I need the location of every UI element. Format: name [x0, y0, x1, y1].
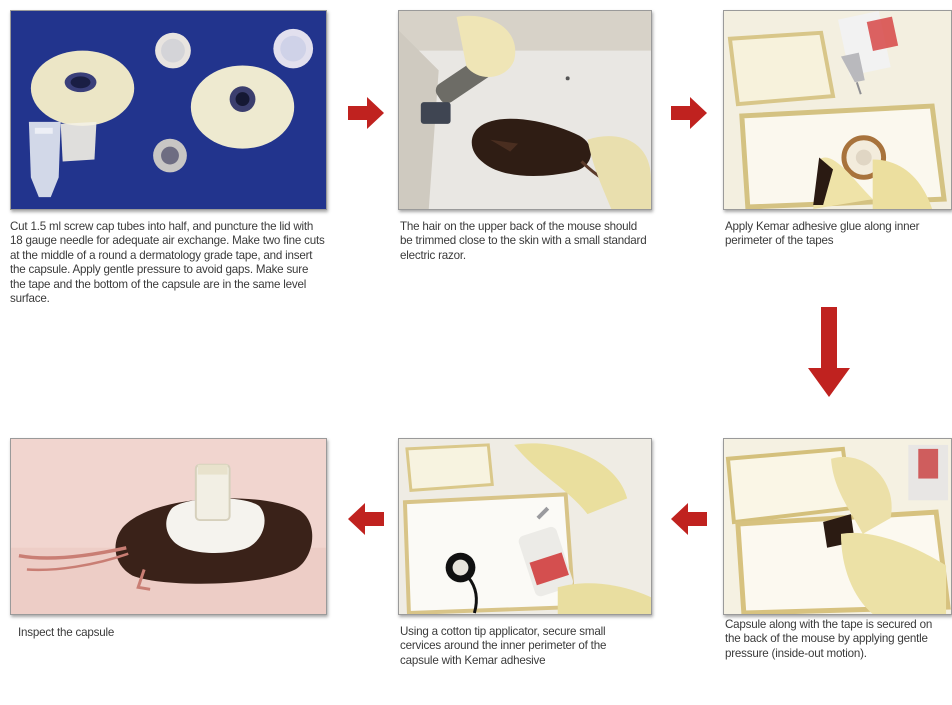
step-2-photo: [398, 10, 652, 210]
step-4-caption: Capsule along with the tape is secured o…: [725, 618, 947, 661]
step-5-caption: Using a cotton tip applicator, secure sm…: [400, 625, 628, 668]
step-4-photo: [723, 438, 952, 615]
arrow-right-icon: [670, 96, 708, 130]
arrow-down-icon: [807, 306, 851, 398]
arrow-left-icon: [670, 502, 708, 536]
step-6-photo: [10, 438, 327, 615]
step-2-caption: The hair on the upper back of the mouse …: [400, 220, 648, 263]
step-3-caption: Apply Kemar adhesive glue along inner pe…: [725, 220, 945, 249]
arrow-left-icon: [347, 502, 385, 536]
step-3-photo: [723, 10, 952, 210]
arrow-right-icon: [347, 96, 385, 130]
step-1-caption: Cut 1.5 ml screw cap tubes into half, an…: [10, 220, 326, 306]
step-5-photo: [398, 438, 652, 615]
step-6-caption: Inspect the capsule: [18, 626, 318, 640]
step-1-photo: [10, 10, 327, 210]
